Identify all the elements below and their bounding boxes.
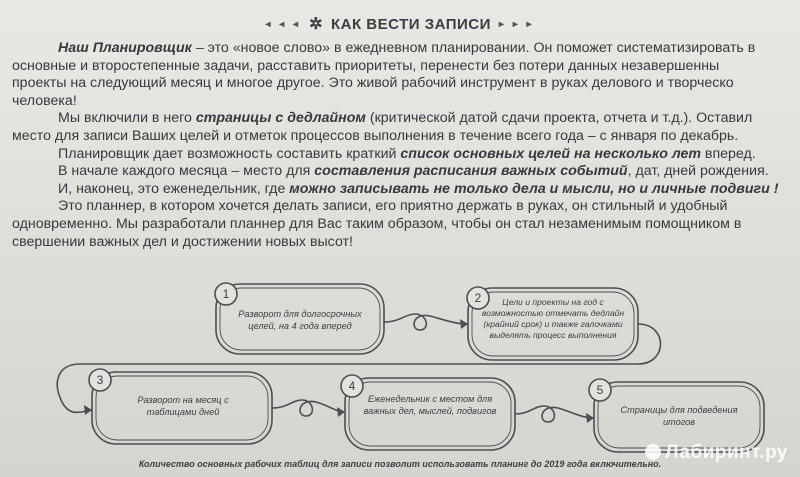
p5-line: И, наконец, это еженедельник, где можно … [12,181,800,199]
p3-line: Планировщик дает возможность составить к… [12,146,800,164]
p2-text-c: (критической датой сдачи проекта, отчета… [365,110,753,127]
step-5-box [593,381,765,453]
step-3-text: Разворот на месяц с таблицами дней [137,395,229,417]
arrowhead-3 [84,405,92,415]
step-1-box-inner [219,287,381,351]
step-5-circle [588,378,612,402]
p4-text-a: В начале каждого месяца – место для [58,163,315,180]
step-1-box [215,283,385,355]
section-header: ◂ ◂ ◂ ✲ КАК ВЕСТИ ЗАПИСИ ▸ ▸ ▸ [0,14,800,34]
gear-icon: ✲ [309,16,323,33]
connector-2-3 [56,323,662,414]
watermark-logo: Лабиринт.ру [645,442,788,464]
p1-line-3: проекты на следующий месяц и многое друг… [12,75,734,92]
body-text: Наш Планировщик – это «новое слово» в еж… [12,40,800,251]
step-2-text: Цели и проекты на год с возможностью отм… [481,297,625,340]
step-2-number: 2 [475,291,482,305]
diagram-footer-note: Количество основных рабочих таблиц для з… [138,459,662,469]
right-arrows-ornament: ▸ ▸ ▸ [498,18,535,30]
arrowhead-2 [460,319,468,329]
p3-emph: список основных целей на несколько лет [400,145,701,162]
connector-1-2 [383,313,469,331]
step-3-circle [88,368,112,392]
step-4-number: 4 [349,379,356,393]
p6-line-3: свершении важных дел и достижении новых … [12,233,353,250]
workflow-diagram: 1 2 3 4 5 [56,282,765,453]
step-3-box-inner [95,375,269,441]
p1-line-1: Наш Планировщик – это «новое слово» в еж… [12,40,800,58]
step-5-text: Страницы для подведения итогов [620,405,738,427]
step-1-circle [214,282,238,306]
planner-name: Наш Планировщик [58,40,192,56]
p4-text-c: , дат, дней рождения. [627,163,769,180]
p6-line-2: одновременно. Мы разработали планнер для… [12,215,742,232]
p1-line-4: человека! [12,92,77,109]
p6-line-1: Это планнер, в котором хочется делать за… [58,198,728,215]
step-5-box-inner [597,385,761,449]
p2-emph: страницы с дедлайном [195,110,366,127]
watermark-icon [645,444,662,460]
p2-line-1: Мы включили в него страницы с дедлайном … [12,110,800,128]
step-1-number: 1 [223,287,230,301]
connector-4-5 [514,405,595,423]
p1-line-2: основные и второстепенные задачи, расста… [12,57,720,74]
connector-3-4 [271,399,346,417]
step-1-text: Разворот для долгосрочных целей, на 4 го… [238,309,362,331]
step-4-text: Еженедельник с местом для важных дел, мы… [363,394,497,416]
p2-text-a: Мы включили в него [58,110,196,127]
step-2-circle [466,286,490,310]
p1-text-1: – это «новое слово» в ежедневном планиро… [191,40,756,56]
p2-line-2: место для записи Ваших целей и отметок п… [12,127,739,144]
p5-emph: можно записывать не только дела и мысли,… [289,180,779,197]
arrowhead-5 [586,413,594,423]
p5-text-a: И, наконец, это еженедельник, где [58,180,290,197]
step-4-circle [340,374,364,398]
step-4-box-inner [348,381,512,447]
section-title: КАК ВЕСТИ ЗАПИСИ [330,15,491,33]
p3-text-a: Планировщик дает возможность составить к… [58,145,401,162]
arrowhead-4 [337,407,345,417]
step-3-number: 3 [97,373,104,387]
watermark-text: Лабиринт.ру [665,442,788,463]
p4-emph: составления расписания важных событий [314,163,628,180]
step-2-box-inner [471,291,635,357]
left-arrows-ornament: ◂ ◂ ◂ [265,18,302,30]
p4-line: В начале каждого месяца – место для сост… [12,163,800,181]
p3-text-c: вперед. [700,145,756,162]
step-5-number: 5 [597,383,604,397]
